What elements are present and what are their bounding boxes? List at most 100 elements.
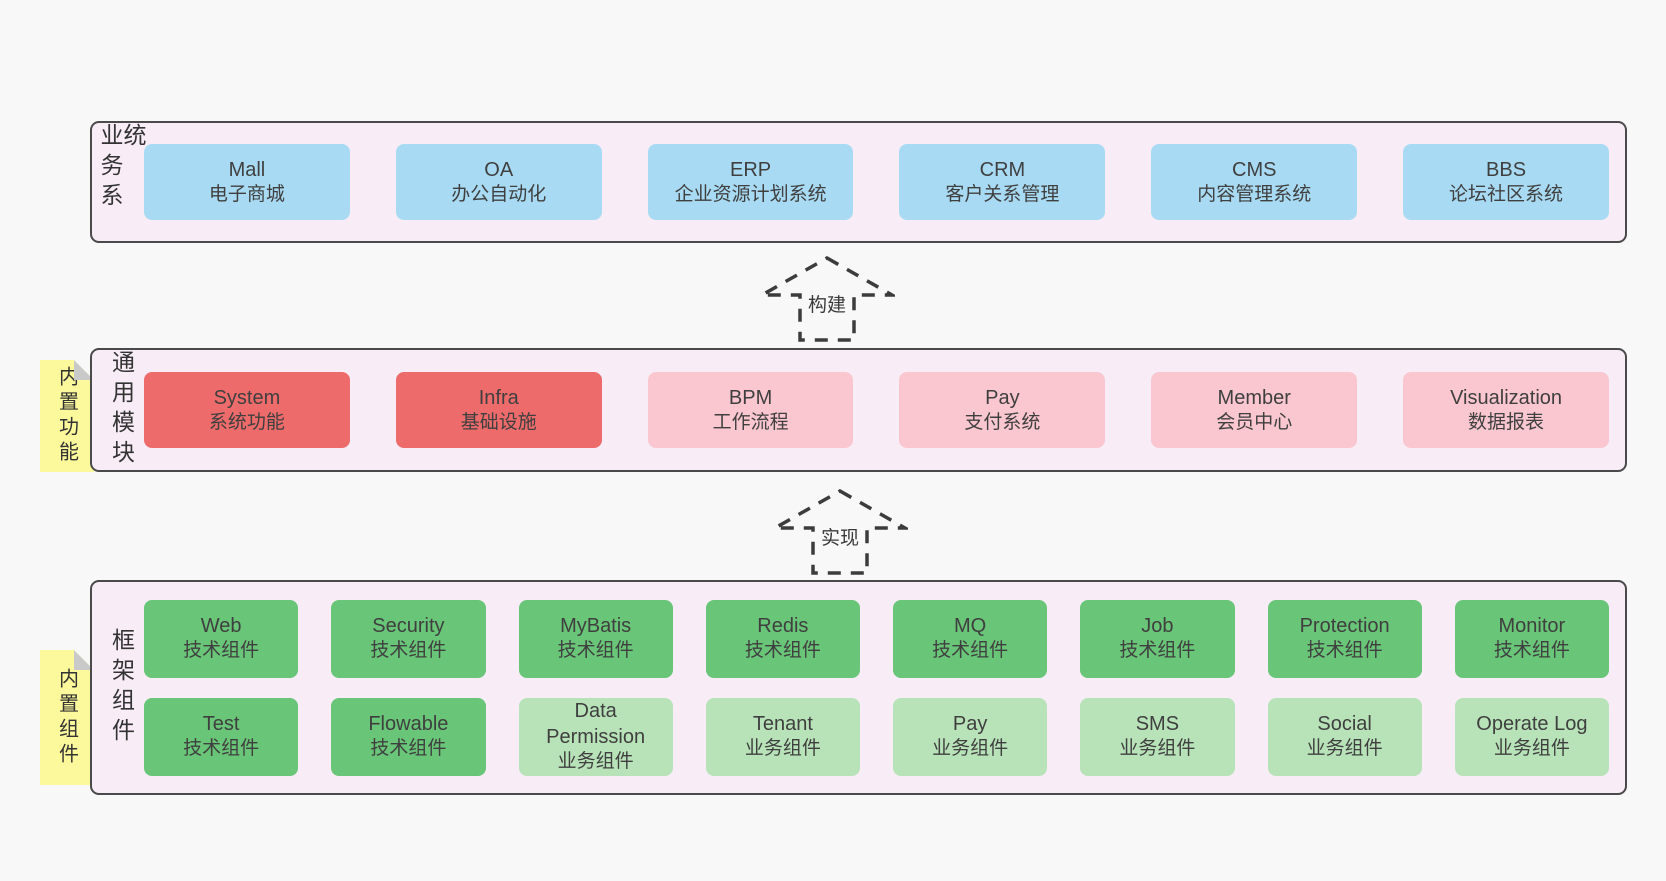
panel-side-label: 框架组件: [108, 627, 135, 748]
module-box-name: SMS: [1135, 713, 1180, 736]
module-box-name: CRM: [979, 158, 1026, 181]
module-box-desc: 客户关系管理: [945, 183, 1060, 205]
module-box-name: Security: [372, 615, 445, 638]
module-box-name: CMS: [1232, 158, 1277, 181]
module-box-desc: 技术组件: [744, 640, 821, 662]
module-box-desc: 办公自动化: [451, 183, 547, 205]
module-box-name: Data Permission: [546, 700, 646, 749]
module-box-desc: 支付系统: [964, 411, 1041, 433]
module-box-name: Monitor: [1498, 615, 1566, 638]
module-box-desc: 业务组件: [557, 751, 634, 773]
module-box-desc: 企业资源计划系统: [674, 183, 827, 205]
module-box-desc: 业务组件: [1306, 738, 1383, 760]
module-box-desc: 数据报表: [1468, 411, 1545, 433]
module-box-desc: 技术组件: [1493, 640, 1570, 662]
module-box-name: ERP: [730, 158, 772, 181]
module-box-name: Web: [200, 615, 242, 638]
module-box-name: Tenant: [752, 713, 813, 736]
module-box-name: Redis: [757, 615, 809, 638]
module-box-name: Operate Log: [1476, 713, 1588, 736]
module-box-name: Visualization: [1450, 386, 1563, 409]
module-box-name: System: [213, 386, 281, 409]
module-box-name: BBS: [1486, 158, 1527, 181]
module-box-name: Member: [1217, 386, 1291, 409]
sticky-note-built-in-components: 内置组件: [40, 650, 94, 785]
module-box-desc: 技术组件: [183, 640, 260, 662]
module-box-desc: 内容管理系统: [1197, 183, 1312, 205]
arrow-implement-label: 实现: [815, 522, 865, 551]
module-box-name: MyBatis: [560, 615, 632, 638]
panel-side-label: 通用模块: [108, 350, 135, 470]
module-box-desc: 技术组件: [370, 738, 447, 760]
module-box-desc: 技术组件: [557, 640, 634, 662]
arrow-build: 构建: [759, 255, 895, 343]
module-box-desc: 系统功能: [208, 411, 285, 433]
module-box-desc: 业务组件: [932, 738, 1009, 760]
arrow-build-label: 构建: [802, 289, 852, 318]
module-box-name: Pay: [985, 386, 1020, 409]
sticky-note-label: 内置功能: [55, 366, 78, 466]
module-box-desc: 会员中心: [1216, 411, 1293, 433]
module-box-name: BPM: [728, 386, 773, 409]
module-box-desc: 技术组件: [932, 640, 1009, 662]
sticky-note-label: 内置组件: [55, 667, 78, 768]
module-box-name: Social: [1317, 713, 1372, 736]
module-box-desc: 论坛社区系统: [1449, 183, 1564, 205]
module-box-desc: 基础设施: [460, 411, 537, 433]
module-box-desc: 业务组件: [1119, 738, 1196, 760]
module-box-name: Pay: [952, 713, 988, 736]
module-box-desc: 业务组件: [1493, 738, 1570, 760]
module-box-desc: 技术组件: [1306, 640, 1383, 662]
dashed-up-arrow-icon: [772, 488, 908, 575]
module-box-desc: 技术组件: [370, 640, 447, 662]
module-box-name: Protection: [1299, 615, 1390, 638]
dashed-up-arrow-icon: [759, 255, 895, 342]
module-box-name: Infra: [478, 386, 519, 409]
module-box-name: Test: [202, 713, 240, 736]
module-box-name: MQ: [954, 615, 987, 638]
module-box-name: Flowable: [368, 713, 449, 736]
arrow-implement: 实现: [772, 488, 908, 576]
panel-side-label: 业务系统: [97, 123, 146, 213]
module-box-name: Job: [1141, 615, 1174, 638]
module-box-desc: 工作流程: [712, 411, 789, 433]
module-box-desc: 技术组件: [183, 738, 260, 760]
sticky-note-built-in-features: 内置功能: [40, 360, 94, 472]
